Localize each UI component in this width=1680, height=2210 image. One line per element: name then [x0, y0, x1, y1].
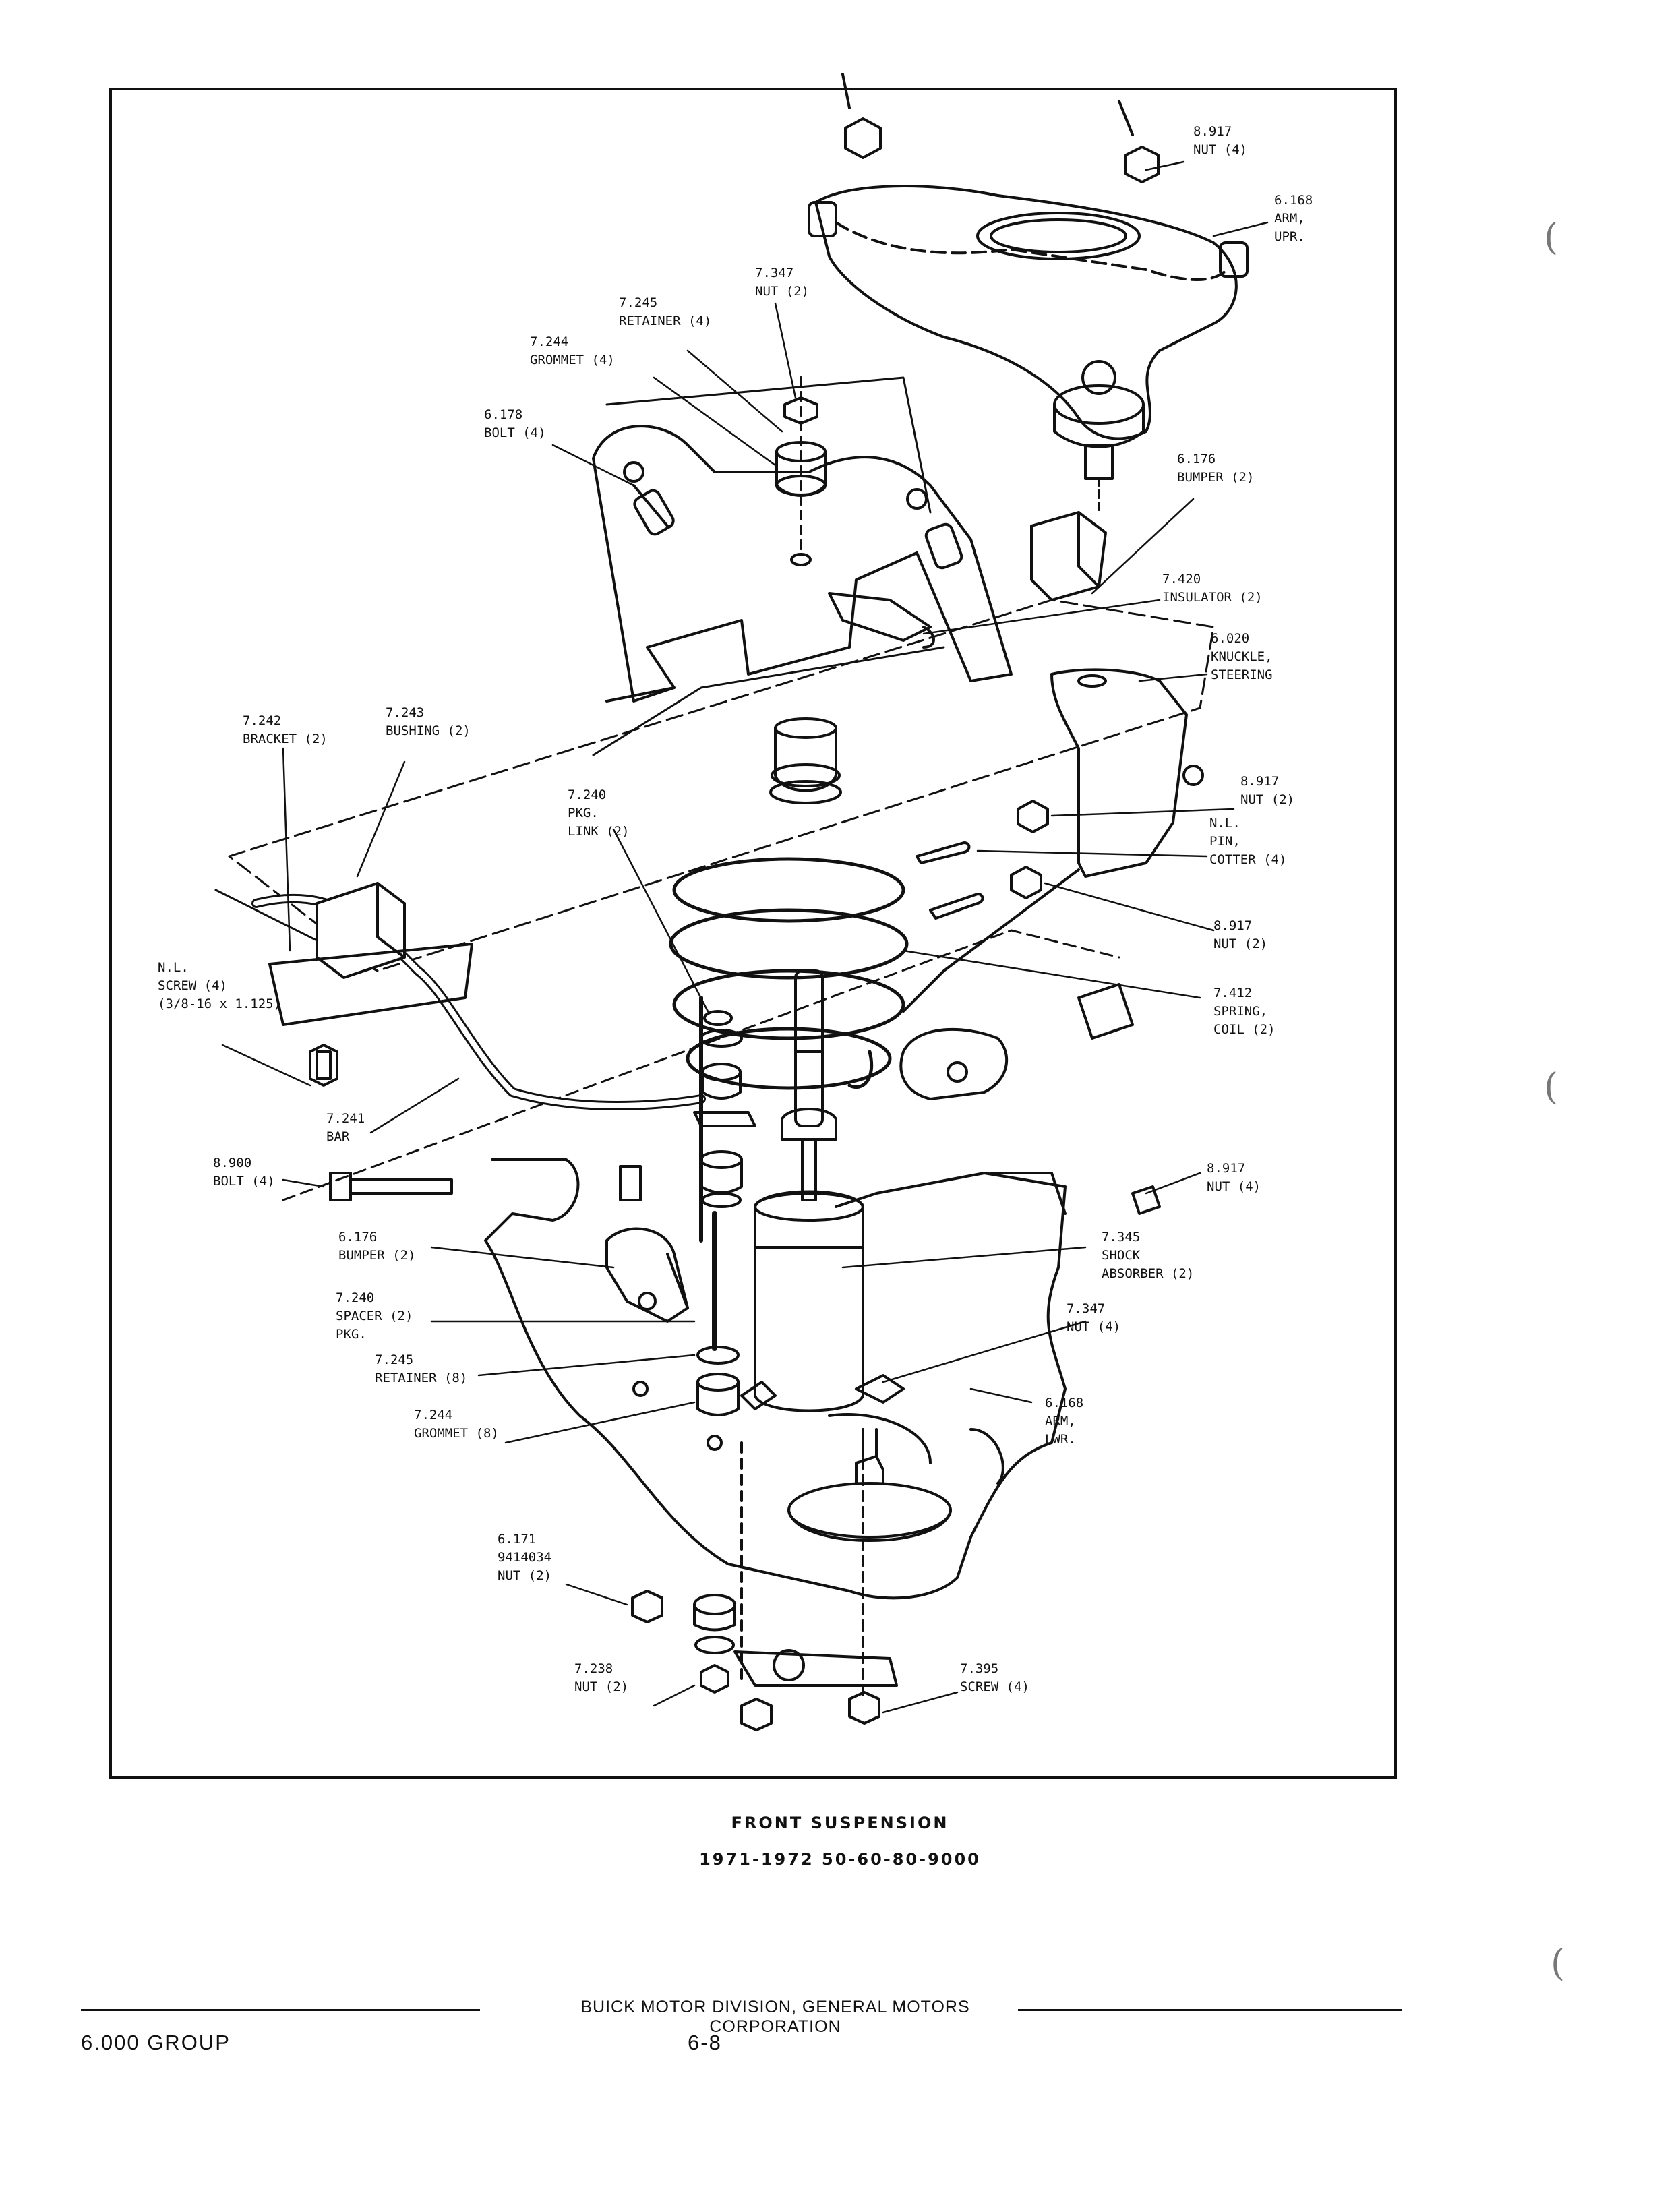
label-shock-7345: 7.345 SHOCK ABSORBER (2) [1102, 1230, 1195, 1281]
label-upper-arm: 6.168 ARM, UPR. [1274, 193, 1313, 244]
label-bar-7241: 7.241 BAR [326, 1111, 365, 1144]
coil-spring [669, 857, 909, 1090]
lower-control-arm [484, 1158, 1067, 1700]
lower-hardware [631, 1590, 898, 1731]
footer-page-number: 6-8 [688, 2031, 722, 2054]
footer-group: 6.000 GROUP [81, 2031, 231, 2054]
stabilizer-bar [251, 882, 706, 1110]
label-spring-7412: 7.412 SPRING, COIL (2) [1213, 986, 1276, 1037]
lower-bumper [605, 1227, 689, 1323]
label-nut-8917-mid: 8.917 NUT (2) [1240, 774, 1295, 807]
knuckle-hardware [916, 800, 1049, 920]
label-bumper-6176-top: 6.176 BUMPER (2) [1177, 452, 1255, 485]
footer-rule-left [81, 2009, 480, 2011]
label-nut-8917-mid2: 8.917 NUT (2) [1213, 918, 1268, 951]
upper-bumper [1030, 511, 1107, 601]
label-bracket-7242: 7.242 BRACKET (2) [243, 713, 328, 746]
upper-control-arm [808, 185, 1249, 514]
label-nut-7347-low: 7.347 NUT (4) [1067, 1301, 1121, 1334]
label-pin-cotter: N.L. PIN, COTTER (4) [1209, 816, 1287, 867]
footer-rule-right [1018, 2009, 1402, 2011]
spring-seat-grommets [769, 717, 842, 804]
label-bolt-6178: 6.178 BOLT (4) [484, 407, 546, 440]
label-bolt-8900: 8.900 BOLT (4) [213, 1156, 275, 1189]
label-bushing-7243: 7.243 BUSHING (2) [386, 705, 471, 738]
label-nut-8917-low: 8.917 NUT (4) [1207, 1161, 1261, 1194]
label-pkg-link-7240: 7.240 PKG. LINK (2) [568, 787, 630, 839]
label-nut-8917-top: 8.917 NUT (4) [1193, 124, 1248, 157]
label-spacer-7240: 7.240 SPACER (2) PKG. [336, 1290, 413, 1342]
label-retainer-7245-low: 7.245 RETAINER (8) [375, 1352, 468, 1385]
figure-subtitle: 1971-1972 50-60-80-9000 [699, 1850, 981, 1869]
leader-lines [221, 160, 1269, 1714]
label-screw-nl: N.L. SCREW (4) (3/8-16 x 1.125) [158, 960, 282, 1011]
bolts [309, 1044, 1161, 1215]
label-insulator-7420: 7.420 INSULATOR (2) [1162, 572, 1263, 605]
steering-knuckle [899, 668, 1204, 1100]
upper-grommet-stack [775, 376, 827, 566]
label-arm-lower: 6.168 ARM, LWR. [1045, 1396, 1084, 1447]
figure-title: FRONT SUSPENSION [731, 1814, 949, 1832]
label-nut-6171: 6.171 9414034 NUT (2) [498, 1532, 552, 1583]
binder-hole-mark-middle: ( [1544, 1065, 1559, 1108]
label-bumper-6176-low: 6.176 BUMPER (2) [338, 1230, 416, 1263]
label-nut-7238: 7.238 NUT (2) [574, 1661, 629, 1694]
shock-absorber [754, 969, 864, 1412]
upper-nuts [841, 73, 1160, 183]
label-retainer-7245-top: 7.245 RETAINER (4) [619, 295, 712, 328]
label-knuckle-6020: 6.020 KNUCKLE, STEERING [1211, 631, 1273, 682]
label-nut-7347-top: 7.347 NUT (2) [755, 266, 810, 299]
frame-bracket [592, 425, 1013, 703]
link-stack [693, 996, 756, 1416]
binder-hole-mark-bottom: ( [1551, 1942, 1565, 1984]
footer-division: BUICK MOTOR DIVISION, GENERAL MOTORS COR… [580, 1998, 970, 2036]
binder-hole-mark-top: ( [1544, 216, 1559, 258]
label-grommet-7244-low: 7.244 GROMMET (8) [414, 1408, 499, 1441]
frame-crossmember [214, 376, 1215, 1201]
label-grommet-7244-top: 7.244 GROMMET (4) [530, 334, 615, 367]
label-screw-7395: 7.395 SCREW (4) [960, 1661, 1029, 1694]
